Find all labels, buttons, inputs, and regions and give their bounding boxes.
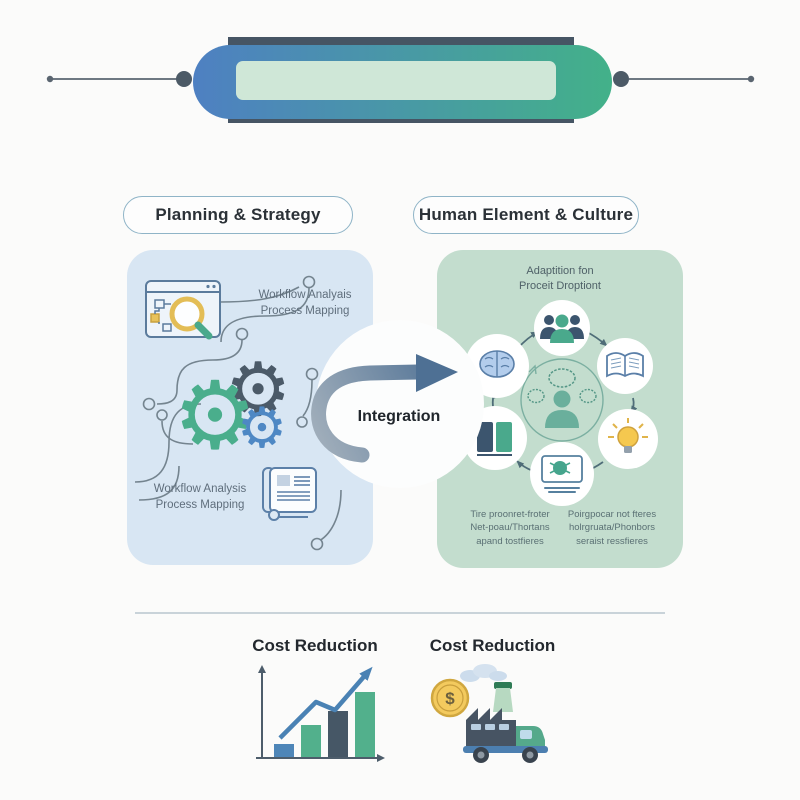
dollar-coin-icon: $ <box>430 678 470 718</box>
magnifier-lens <box>169 296 205 332</box>
scroll-document-icon <box>262 467 317 521</box>
circuit-lines <box>134 275 342 551</box>
culture-caption-left: Tire proonret-froter Net-poau/Thortans a… <box>470 509 550 547</box>
connector-dot-small <box>46 75 54 83</box>
arrowhead <box>416 354 458 392</box>
open-book-icon <box>597 338 653 394</box>
section-pill-culture: Human Element & Culture <box>413 196 639 234</box>
growth-bar-chart <box>256 665 385 762</box>
person-minds-center-icon <box>520 358 604 442</box>
cost-reduction-title-left: Cost Reduction <box>252 636 378 655</box>
lightbulb-icon <box>598 409 658 469</box>
integration-backdrop-circle <box>316 320 484 488</box>
chimney-cap <box>494 682 512 689</box>
gear-icon: ⚙ <box>224 348 292 431</box>
section-pill-culture-label: Human Element & Culture <box>418 205 634 224</box>
planning-note-bottom: Workflow Analysis Process Mapping <box>153 483 247 511</box>
connector-dot-large <box>613 71 629 87</box>
browser-search-icon <box>145 280 221 340</box>
cost-factory-graphic: $ <box>430 664 548 763</box>
gear-icon: ⚙ <box>236 396 288 459</box>
bar <box>355 692 375 758</box>
factory-icon <box>466 708 516 748</box>
chimney-icon <box>493 688 513 712</box>
flowchart-nodes <box>150 299 172 332</box>
culture-panel-title: Adaptition fon Proceit Droptiont <box>519 265 601 293</box>
bar <box>301 725 321 758</box>
integration-label: Integration <box>357 408 441 425</box>
gear-icon: ⚙ <box>172 363 258 468</box>
svg-text:$: $ <box>445 689 455 708</box>
team-people-icon <box>534 300 590 356</box>
connector-dot-large <box>176 71 192 87</box>
y-axis-arrow <box>258 665 266 673</box>
bar <box>274 744 294 758</box>
molecule-card-icon <box>530 442 594 506</box>
section-pill-planning: Planning & Strategy <box>123 196 353 234</box>
cost-reduction-title-right: Cost Reduction <box>429 636 556 655</box>
bar-group <box>274 692 375 758</box>
x-axis-arrow <box>377 754 385 762</box>
section-divider <box>135 612 665 614</box>
banner-connectors <box>46 71 755 87</box>
truck-icon <box>463 726 548 763</box>
culture-caption-right: Poirgpocar not fteres holrgruata/Phonbor… <box>567 509 657 547</box>
magnifier-handle <box>194 321 213 340</box>
section-pill-planning-label: Planning & Strategy <box>155 205 321 224</box>
connector-dot-small <box>747 75 755 83</box>
trend-line <box>278 666 373 740</box>
smoke-clouds-icon <box>460 664 507 682</box>
bar <box>328 711 348 758</box>
banner-inner-panel <box>236 61 556 100</box>
planning-note-top: Workflow Analyais Process Mapping <box>258 289 352 317</box>
integration-arrow <box>311 320 484 488</box>
